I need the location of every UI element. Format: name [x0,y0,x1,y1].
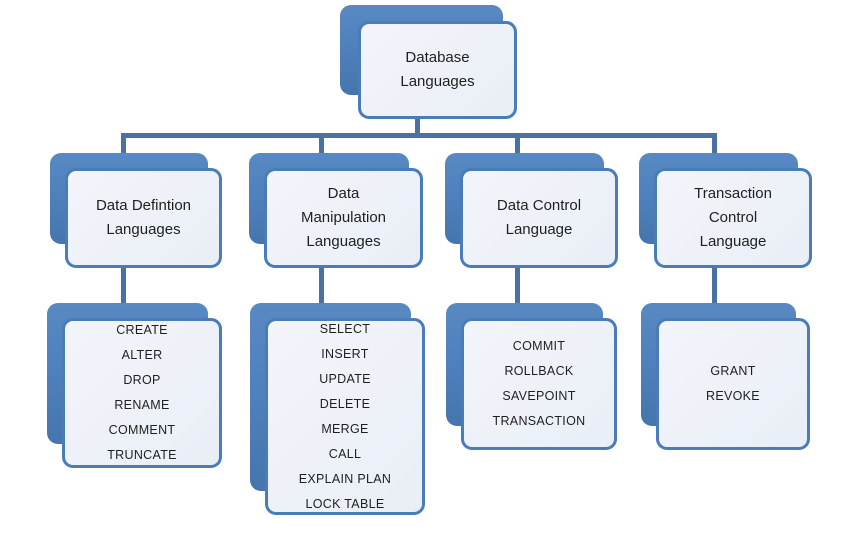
node-title: Data Control Language [496,197,582,238]
connector-dml-commands [319,262,324,306]
connector-stub-tcl [712,133,717,159]
card-face: Data Defintion Languages [65,168,222,268]
node-title: Database Languages [400,49,475,90]
connector-horizontal-bus [121,133,717,138]
command-list: CREATE ALTER DROP RENAME COMMENT TRUNCATE [107,318,177,468]
command-item: EXPLAIN PLAN [298,471,392,486]
command-item: CALL [328,446,362,461]
command-item: ALTER [121,348,163,362]
card-face: Data Manipulation Languages [264,168,423,268]
command-item: UPDATE [319,371,371,386]
node-dcl-commands: COMMIT ROLLBACK SAVEPOINT TRANSACTION [446,303,617,450]
command-item: GRANT [710,364,756,378]
node-title: Transaction Control Language [694,185,772,250]
card-face: Transaction Control Language [654,168,812,268]
command-item: RENAME [114,398,170,412]
card-face: Database Languages [358,21,517,119]
card-face: Data Control Language [460,168,618,268]
node-dml-commands: SELECT INSERT UPDATE DELETE MERGE CALL EXPLAIN… [250,303,425,515]
command-list: GRANT REVOKE [706,359,760,409]
connector-stub-ddl [121,133,126,159]
node-data-manipulation-languages: Data Manipulation Languages [249,153,423,268]
connector-dcl-commands [515,262,520,306]
command-item: SAVEPOINT [502,389,576,403]
connector-ddl-commands [121,262,126,306]
connector-stub-dml [319,133,324,159]
connector-stub-dcl [515,133,520,159]
node-data-definition-languages: Data Defintion Languages [50,153,222,268]
card-face: SELECT INSERT UPDATE DELETE MERGE CALL EXPLAIN… [265,318,425,515]
command-item: ROLLBACK [504,364,574,378]
command-item: DROP [123,373,161,387]
command-item: INSERT [321,346,369,361]
command-item: MERGE [321,421,369,436]
command-item: SELECT [319,321,371,336]
card-face: COMMIT ROLLBACK SAVEPOINT TRANSACTION [461,318,617,450]
command-item: REVOKE [706,389,760,403]
command-item: COMMENT [108,423,176,437]
command-list: SELECT INSERT UPDATE DELETE MERGE CALL EXPLAIN… [299,317,392,517]
node-transaction-control-language: Transaction Control Language [639,153,812,268]
node-data-control-language: Data Control Language [445,153,618,268]
card-face: GRANT REVOKE [656,318,810,450]
command-list: COMMIT ROLLBACK SAVEPOINT TRANSACTION [493,334,586,434]
command-item: DELETE [319,396,371,411]
connector-tcl-commands [712,262,717,306]
node-title: Data Manipulation Languages [300,185,387,250]
node-database-languages: Database Languages [340,5,517,119]
node-title: Data Defintion Languages [95,197,192,238]
command-item: COMMIT [512,339,566,353]
node-ddl-commands: CREATE ALTER DROP RENAME COMMENT TRUNCATE [47,303,222,468]
command-item: LOCK TABLE [305,496,385,511]
card-face: CREATE ALTER DROP RENAME COMMENT TRUNCATE [62,318,222,468]
connector-root-vertical [415,108,420,136]
command-item: TRANSACTION [492,414,586,428]
command-item: TRUNCATE [107,448,177,462]
command-item: CREATE [116,323,168,337]
node-tcl-commands: GRANT REVOKE [641,303,810,450]
